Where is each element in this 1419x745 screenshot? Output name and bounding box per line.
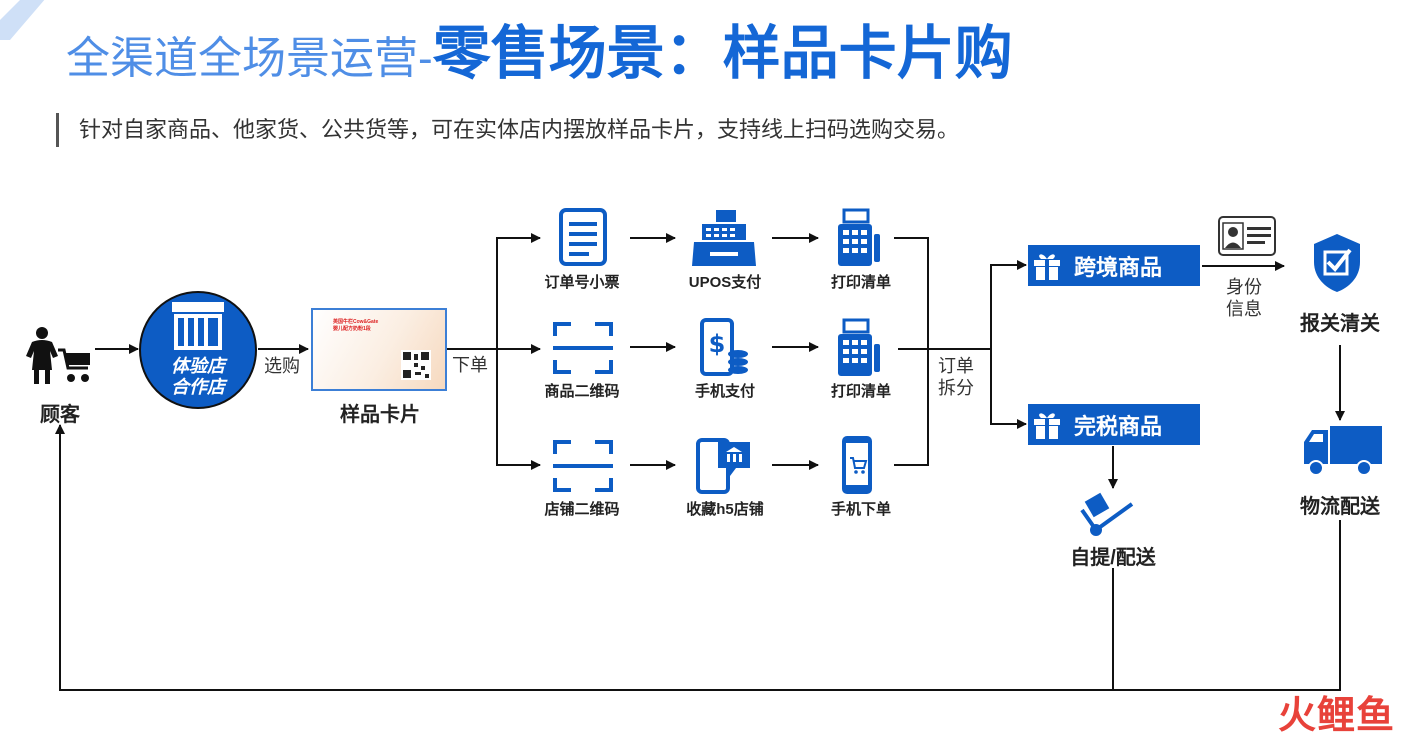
arrow-split-dutyfree: [990, 349, 1027, 429]
label-print-2: 打印清单: [830, 383, 891, 400]
store-icon: [139, 291, 257, 409]
label-upos: UPOS支付: [688, 274, 762, 291]
edge-label-split-2: 拆分: [938, 378, 974, 398]
id-card-icon: [1218, 216, 1276, 256]
label-logistics: 物流配送: [1300, 496, 1380, 518]
h5-shop-phone-icon: [696, 438, 750, 494]
badge-dutyfree: 完税商品: [1028, 404, 1200, 445]
product-qr-scan-icon: [553, 322, 613, 374]
badge-crossborder-label: 跨境商品: [1074, 254, 1163, 280]
svg-text:$: $: [709, 330, 726, 358]
edge-label-split-1: 订单: [938, 356, 974, 376]
badge-crossborder: 跨境商品: [1028, 245, 1200, 286]
merge-bracket: [894, 237, 929, 466]
label-sample-card: 样品卡片: [340, 404, 420, 426]
label-shop-qr: 店铺二维码: [544, 501, 620, 518]
mobile-cart-icon: [842, 436, 872, 494]
label-mobile-order: 手机下单: [830, 501, 891, 518]
edge-label-id-1: 身份: [1226, 277, 1262, 297]
edge-label-choose: 选购: [264, 356, 300, 376]
edge-label-id-2: 信息: [1226, 299, 1262, 319]
edge-label-order: 下单: [452, 355, 488, 375]
shopping-customer-icon: [26, 327, 90, 384]
shield-check-icon: [1314, 234, 1360, 292]
qr-code-icon: [401, 350, 431, 380]
label-customs: 报关清关: [1300, 313, 1380, 335]
label-mobile-pay: 手机支付: [694, 383, 755, 400]
arrow-split-crossborder: [990, 260, 1027, 349]
label-customer: 顾客: [40, 404, 80, 426]
gift-icon: [1034, 253, 1060, 280]
page-subtitle: 针对自家商品、他家货、公共货等，可在实体店内摆放样品卡片，支持线上扫码选购交易。: [56, 113, 959, 147]
label-product-qr: 商品二维码: [544, 383, 620, 400]
label-h5-shop: 收藏h5店铺: [686, 501, 764, 518]
label-store-line1: 体验店: [171, 356, 225, 376]
receipt-icon: [559, 208, 607, 266]
edge-label-id: 身份 信息: [1222, 276, 1266, 320]
hand-truck-icon: [1080, 492, 1134, 536]
pos-terminal-icon-2: [838, 318, 880, 376]
label-store-line2: 合作店: [171, 377, 225, 397]
corner-decoration: [0, 0, 45, 40]
mobile-pay-icon: $: [700, 318, 748, 376]
page-title-light: 全渠道全场景运营-: [66, 34, 433, 83]
watermark-logo: 火鲤鱼: [1277, 695, 1395, 737]
page-title-bold: 零售场景：样品卡片购: [432, 21, 1013, 86]
label-print-1: 打印清单: [830, 274, 891, 291]
arrow-card-ticket: [496, 233, 541, 349]
arrow-card-shopqr: [496, 349, 541, 470]
page-title: 全渠道全场景运营-零售场景：样品卡片购: [66, 14, 1013, 109]
shop-qr-scan-icon: [553, 440, 613, 492]
label-ticket: 订单号小票: [544, 274, 620, 291]
gift-icon: [1034, 412, 1060, 439]
arrow-return-loop: [55, 424, 1341, 691]
label-pickup: 自提/配送: [1070, 547, 1156, 569]
delivery-truck-icon: [1304, 426, 1382, 476]
cash-register-icon: [692, 210, 756, 266]
badge-dutyfree-label: 完税商品: [1074, 413, 1163, 439]
edge-label-split: 订单 拆分: [936, 355, 976, 399]
pos-terminal-icon: [838, 208, 880, 266]
label-store: 体验店 合作店: [158, 356, 238, 398]
